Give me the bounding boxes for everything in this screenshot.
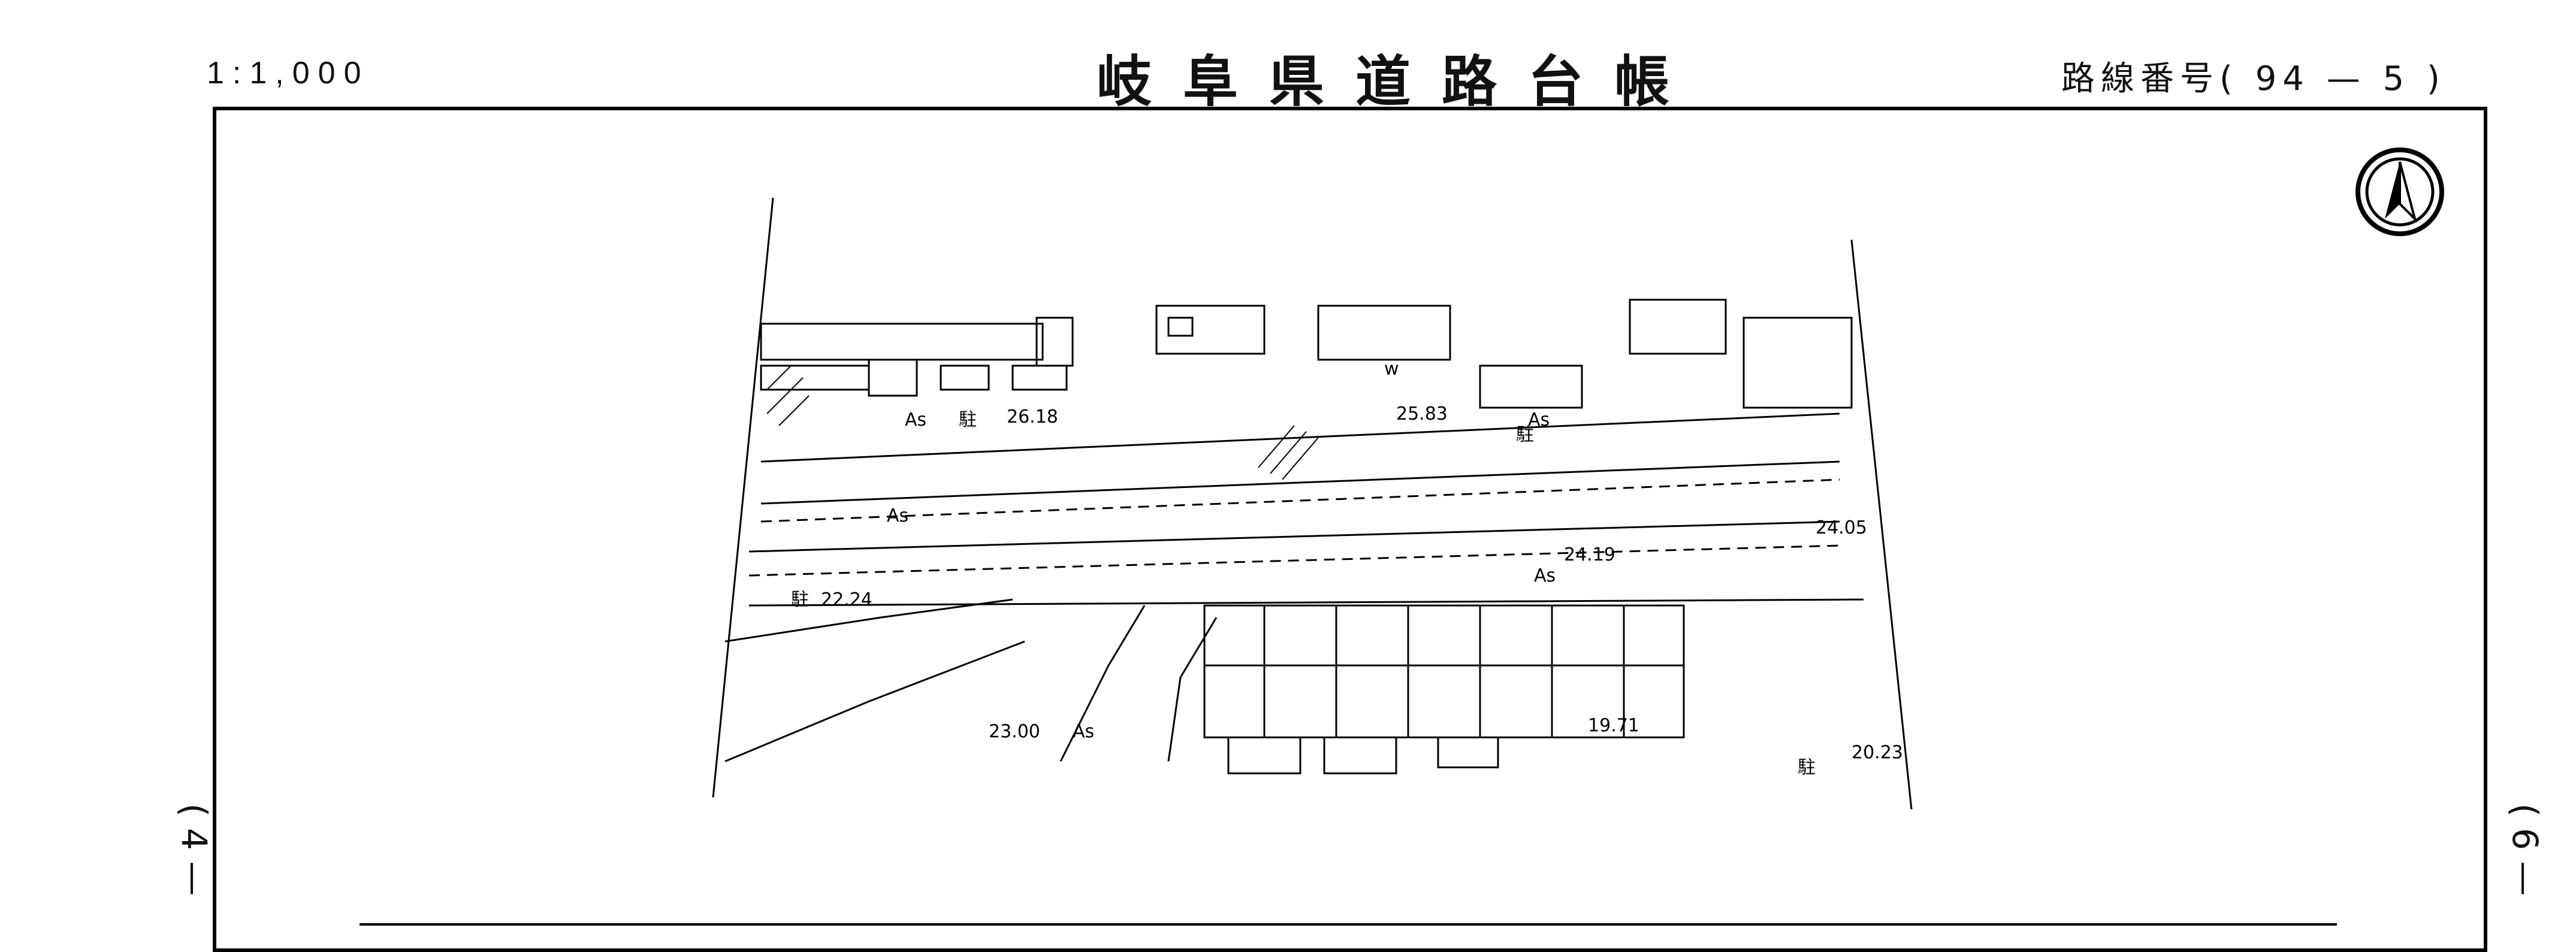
annotation-w: w <box>1384 358 1399 379</box>
elevation-label: 26.18 <box>1007 406 1058 427</box>
route-number: 路線番号( 94 — 5 ) <box>2061 59 2446 98</box>
parking-symbol: 駐 <box>1798 757 1816 778</box>
map-scale: 1:1,000 <box>207 56 370 91</box>
road-map-drawing: As As As As As 駐 駐 駐 駐 26.18 25.83 24.05… <box>712 197 1913 810</box>
surface-label: As <box>887 505 908 526</box>
north-arrow-icon <box>2355 147 2444 236</box>
elevation-label: 24.05 <box>1816 517 1867 538</box>
elevation-label: 19.71 <box>1588 715 1639 736</box>
elevation-label: 25.83 <box>1396 403 1448 424</box>
surface-label: As <box>1528 409 1550 430</box>
surface-label: As <box>1534 565 1556 586</box>
parking-symbol: 駐 <box>959 409 977 430</box>
elevation-label: 24.19 <box>1564 544 1615 565</box>
surface-label: As <box>1073 721 1094 742</box>
parking-symbol: 駐 <box>1516 424 1534 445</box>
elevation-label: 22.24 <box>821 589 872 610</box>
left-sheet-ref: ( 4 — <box>174 803 215 896</box>
surface-label: As <box>905 409 926 430</box>
bottom-divider <box>360 923 2337 926</box>
parking-symbol: 駐 <box>791 589 809 610</box>
elevation-label: 20.23 <box>1852 742 1903 763</box>
right-sheet-ref: ( 6 — <box>2505 803 2545 896</box>
building-row <box>760 299 1853 409</box>
page-title: 岐阜県道路台帳 <box>1097 50 1701 114</box>
elevation-label: 23.00 <box>989 721 1040 742</box>
